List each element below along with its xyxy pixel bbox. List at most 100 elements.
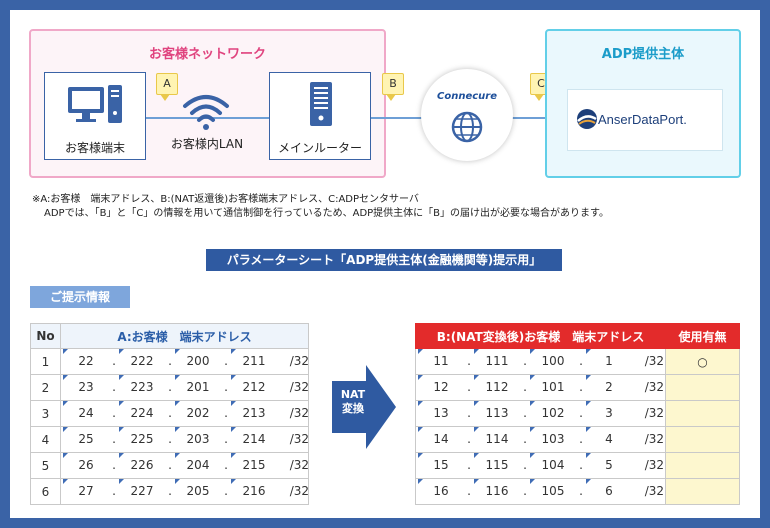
table-nat-address: B:(NAT変換後)お客様 端末アドレス 使用有無 11.111.100.1/3… [415,323,740,505]
octet-2[interactable]: 226 [119,453,165,478]
octet-2[interactable]: 223 [119,375,165,400]
octet-3[interactable]: 203 [175,427,221,452]
address-cell: 14.114.103.4/32 [415,426,666,453]
octet-3[interactable]: 200 [175,349,221,374]
router-label: メインルーター [277,141,362,155]
octet-1[interactable]: 22 [63,349,109,374]
octet-3[interactable]: 104 [530,453,576,478]
octet-1[interactable]: 15 [418,453,464,478]
octet-4[interactable]: 2 [586,375,632,400]
octet-2[interactable]: 115 [474,453,520,478]
octet-2[interactable]: 111 [474,349,520,374]
router-icon [310,82,332,126]
octet-separator: . [168,432,172,446]
octet-separator: . [467,354,471,368]
octet-4[interactable]: 6 [586,479,632,504]
usage-cell[interactable] [665,452,740,479]
octet-separator: . [168,458,172,472]
octet-1[interactable]: 24 [63,401,109,426]
octet-1[interactable]: 14 [418,427,464,452]
usage-cell[interactable]: ○ [665,348,740,375]
tag-a: A [156,73,178,101]
row-number: 4 [30,426,61,453]
subnet-mask: /32 [289,406,309,420]
customer-network-title: お客様ネットワーク [148,47,266,62]
row-number: 2 [30,374,61,401]
octet-2[interactable]: 112 [474,375,520,400]
usage-cell[interactable] [665,478,740,505]
table-row: 13.113.102.3/32 [415,400,740,427]
octet-2[interactable]: 114 [474,427,520,452]
table-row: 15.115.104.5/32 [415,452,740,479]
table-row: 14.114.103.4/32 [415,426,740,453]
customer-terminal: お客様端末 [44,72,146,160]
usage-cell[interactable] [665,374,740,401]
parameter-sheet-title: パラメーターシート「ADP提供主体(金融機関等)提示用」 [206,249,562,271]
address-cell: 25.225.203.214/32 [60,426,309,453]
octet-2[interactable]: 113 [474,401,520,426]
octet-1[interactable]: 16 [418,479,464,504]
anser-logo-mark-icon [577,109,597,129]
octet-3[interactable]: 205 [175,479,221,504]
octet-separator: . [523,406,527,420]
usage-cell[interactable] [665,426,740,453]
octet-separator: . [467,406,471,420]
octet-2[interactable]: 227 [119,479,165,504]
wifi-icon [183,95,229,130]
octet-1[interactable]: 25 [63,427,109,452]
octet-separator: . [112,458,116,472]
octet-1[interactable]: 11 [418,349,464,374]
octet-separator: . [224,432,228,446]
octet-3[interactable]: 202 [175,401,221,426]
octet-1[interactable]: 26 [63,453,109,478]
octet-4[interactable]: 213 [231,401,277,426]
octet-separator: . [467,458,471,472]
connecure-label: Connecure [437,91,497,102]
octet-3[interactable]: 102 [530,401,576,426]
address-cell: 12.112.101.2/32 [415,374,666,401]
provided-info-label: ご提示情報 [30,286,130,308]
address-cell: 23.223.201.212/32 [60,374,309,401]
octet-4[interactable]: 214 [231,427,277,452]
octet-2[interactable]: 224 [119,401,165,426]
octet-1[interactable]: 27 [63,479,109,504]
anser-dataport-logo: AnserDataPort. [567,89,723,151]
octet-3[interactable]: 100 [530,349,576,374]
octet-2[interactable]: 222 [119,349,165,374]
octet-3[interactable]: 201 [175,375,221,400]
octet-separator: . [168,484,172,498]
octet-4[interactable]: 4 [586,427,632,452]
octet-2[interactable]: 225 [119,427,165,452]
octet-1[interactable]: 13 [418,401,464,426]
usage-cell[interactable] [665,400,740,427]
octet-4[interactable]: 5 [586,453,632,478]
octet-3[interactable]: 105 [530,479,576,504]
canvas: お客様ネットワーク お客様端末 お客様内LAN [10,10,760,518]
octet-separator: . [112,380,116,394]
octet-3[interactable]: 103 [530,427,576,452]
table-row: 12.112.101.2/32 [415,374,740,401]
octet-4[interactable]: 215 [231,453,277,478]
octet-4[interactable]: 1 [586,349,632,374]
octet-separator: . [523,458,527,472]
octet-separator: . [168,380,172,394]
octet-4[interactable]: 3 [586,401,632,426]
octet-1[interactable]: 12 [418,375,464,400]
octet-2[interactable]: 116 [474,479,520,504]
nat-label-line-2: 変換 [342,402,364,415]
octet-separator: . [579,484,583,498]
octet-1[interactable]: 23 [63,375,109,400]
address-cell: 15.115.104.5/32 [415,452,666,479]
subnet-mask: /32 [644,406,664,420]
octet-separator: . [168,406,172,420]
octet-separator: . [224,458,228,472]
octet-4[interactable]: 211 [231,349,277,374]
octet-3[interactable]: 101 [530,375,576,400]
octet-4[interactable]: 216 [231,479,277,504]
octet-3[interactable]: 204 [175,453,221,478]
octet-4[interactable]: 212 [231,375,277,400]
note-line-2: ADPでは、「B」と「C」の情報を用いて通信制御を行っているため、ADP提供主体… [44,208,610,219]
octet-separator: . [112,406,116,420]
